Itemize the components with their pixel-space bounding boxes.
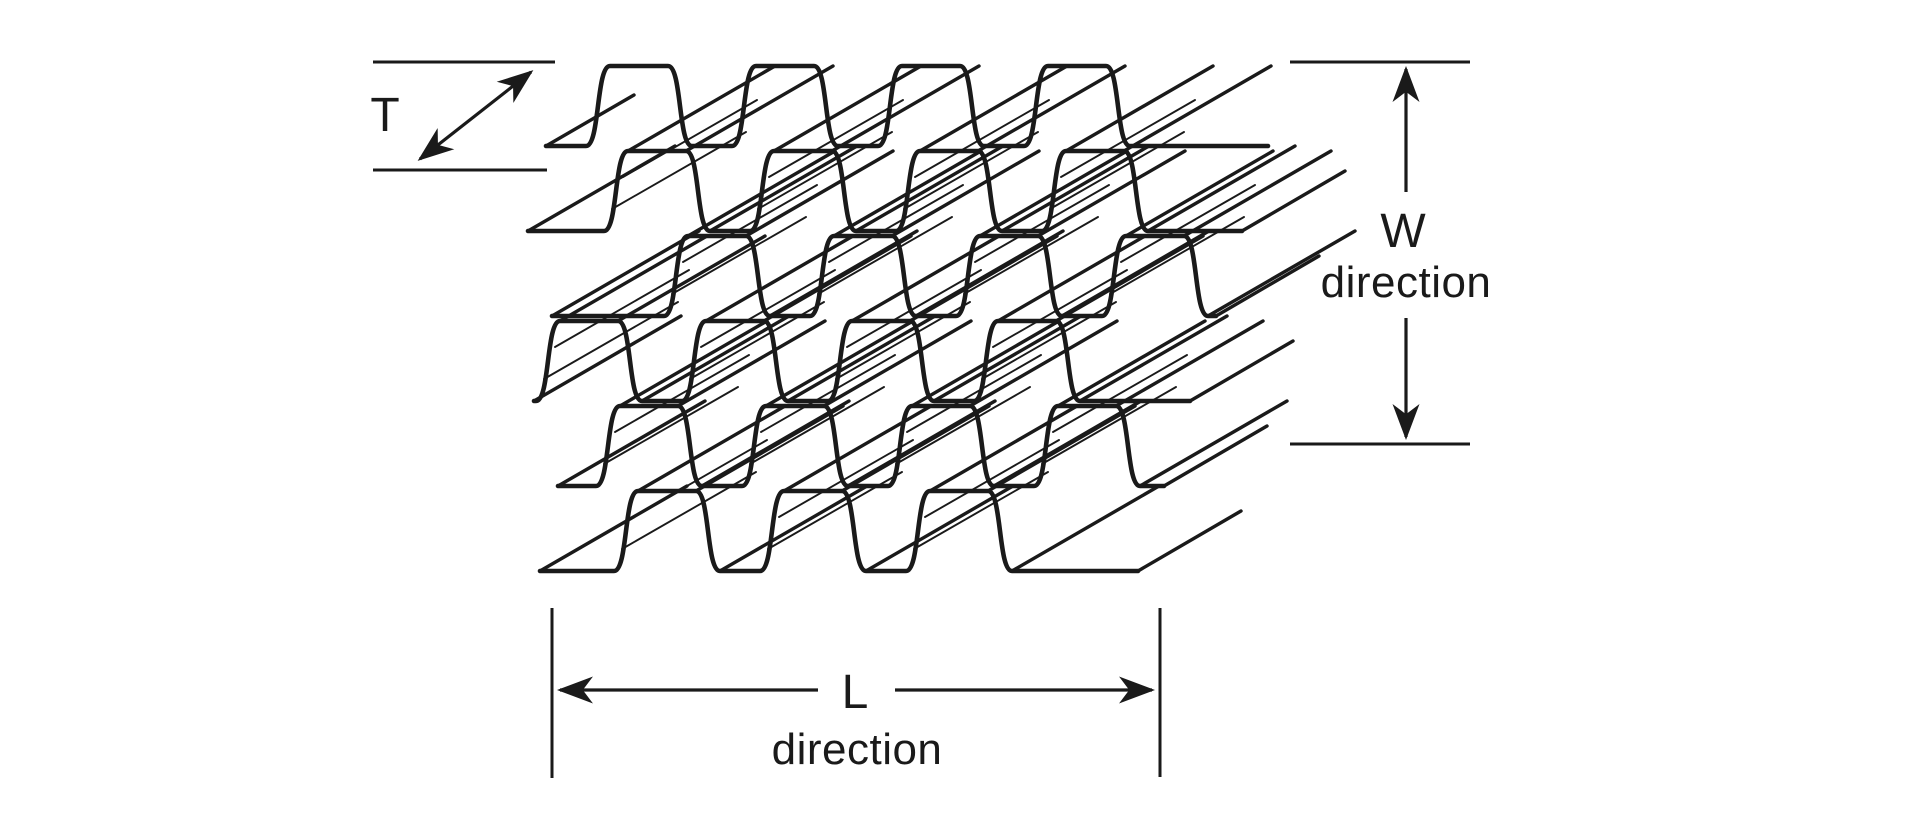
w-direction-label: direction — [1321, 258, 1492, 307]
section-hatch-lines-row-1 — [611, 99, 1196, 210]
section-hatch-lines-row-5 — [621, 439, 1060, 550]
corrugated-core-structure — [525, 63, 1357, 574]
t-dimension: T — [370, 60, 555, 172]
corrugated-sheet-edge-row-3 — [531, 318, 1193, 404]
section-hatch-lines-row-3 — [543, 269, 1128, 380]
section-hatch-lines-row-4 — [603, 354, 1188, 465]
corrugated-sheet-edge-row-1 — [525, 148, 1245, 234]
t-axis-label: T — [370, 89, 399, 142]
w-axis-label: W — [1380, 205, 1426, 258]
l-axis-label: L — [842, 666, 869, 719]
l-dimension: L direction — [550, 608, 1162, 778]
sheet-depth-ribbon-lines-row-1 — [526, 64, 1347, 233]
sheet-depth-ribbon-lines-row-0 — [544, 93, 636, 148]
sheet-depth-ribbon-lines-row-3 — [532, 234, 1295, 403]
corrugated-sheet-edge-row-0 — [543, 63, 1271, 149]
sheet-depth-ribbon-lines-row-5 — [538, 404, 1243, 573]
w-dimension: W direction — [1290, 60, 1492, 446]
double-headed-diagonal-arrow-icon — [417, 70, 534, 161]
l-direction-label: direction — [772, 725, 943, 774]
section-hatch-lines-row-2 — [671, 184, 1256, 295]
